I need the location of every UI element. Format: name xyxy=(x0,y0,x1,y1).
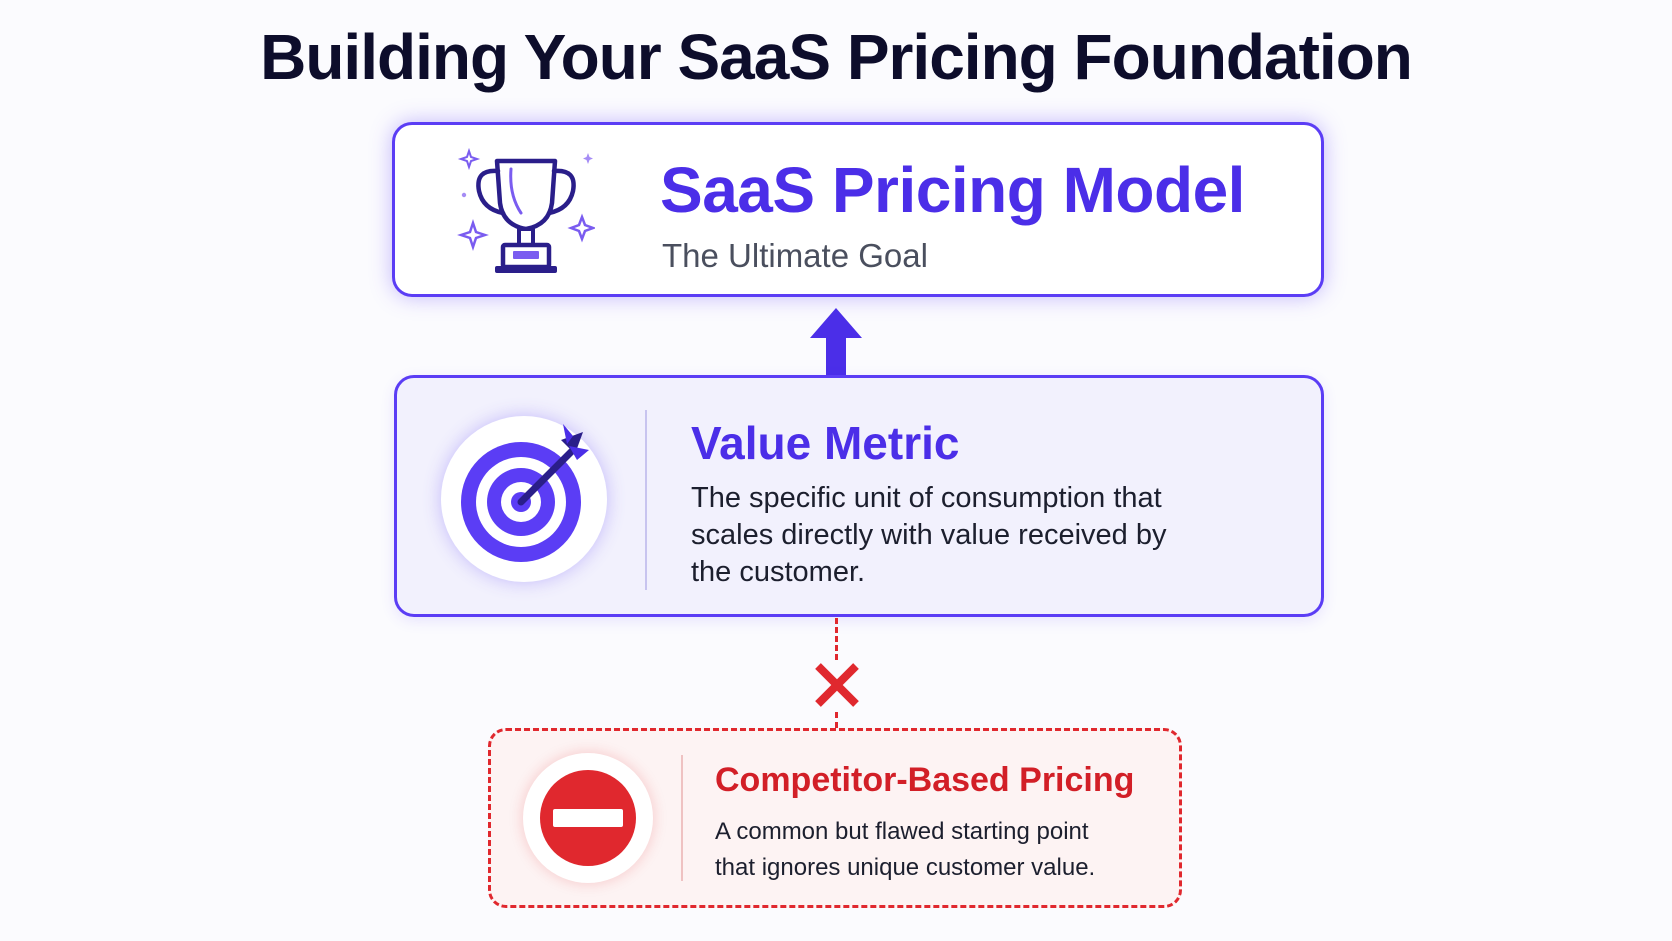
goal-card: SaaS Pricing Model The Ultimate Goal xyxy=(392,122,1324,297)
stop-icon xyxy=(540,770,636,866)
target-badge xyxy=(441,416,607,582)
page-title: Building Your SaaS Pricing Foundation xyxy=(260,21,1413,93)
dashed-connector-upper xyxy=(835,618,838,660)
value-card-title: Value Metric xyxy=(691,417,960,469)
goal-card-subtitle: The Ultimate Goal xyxy=(662,237,928,274)
value-metric-card: Value Metric The specific unit of consum… xyxy=(394,375,1324,617)
stop-badge xyxy=(523,753,653,883)
trophy-icon xyxy=(457,147,595,273)
competitor-card-description: A common but flawed starting point that … xyxy=(715,818,1096,881)
up-arrow-icon xyxy=(810,308,862,378)
x-mark-icon xyxy=(815,663,859,707)
competitor-card-title: Competitor-Based Pricing xyxy=(715,761,1135,799)
goal-card-title: SaaS Pricing Model xyxy=(660,154,1245,226)
dashed-connector-lower xyxy=(835,712,838,728)
competitor-pricing-card: Competitor-Based Pricing A common but fl… xyxy=(488,728,1182,908)
value-card-divider xyxy=(645,410,647,590)
value-card-description: The specific unit of consumption that sc… xyxy=(691,482,1167,588)
target-icon xyxy=(461,424,589,562)
competitor-card-divider xyxy=(681,755,683,881)
